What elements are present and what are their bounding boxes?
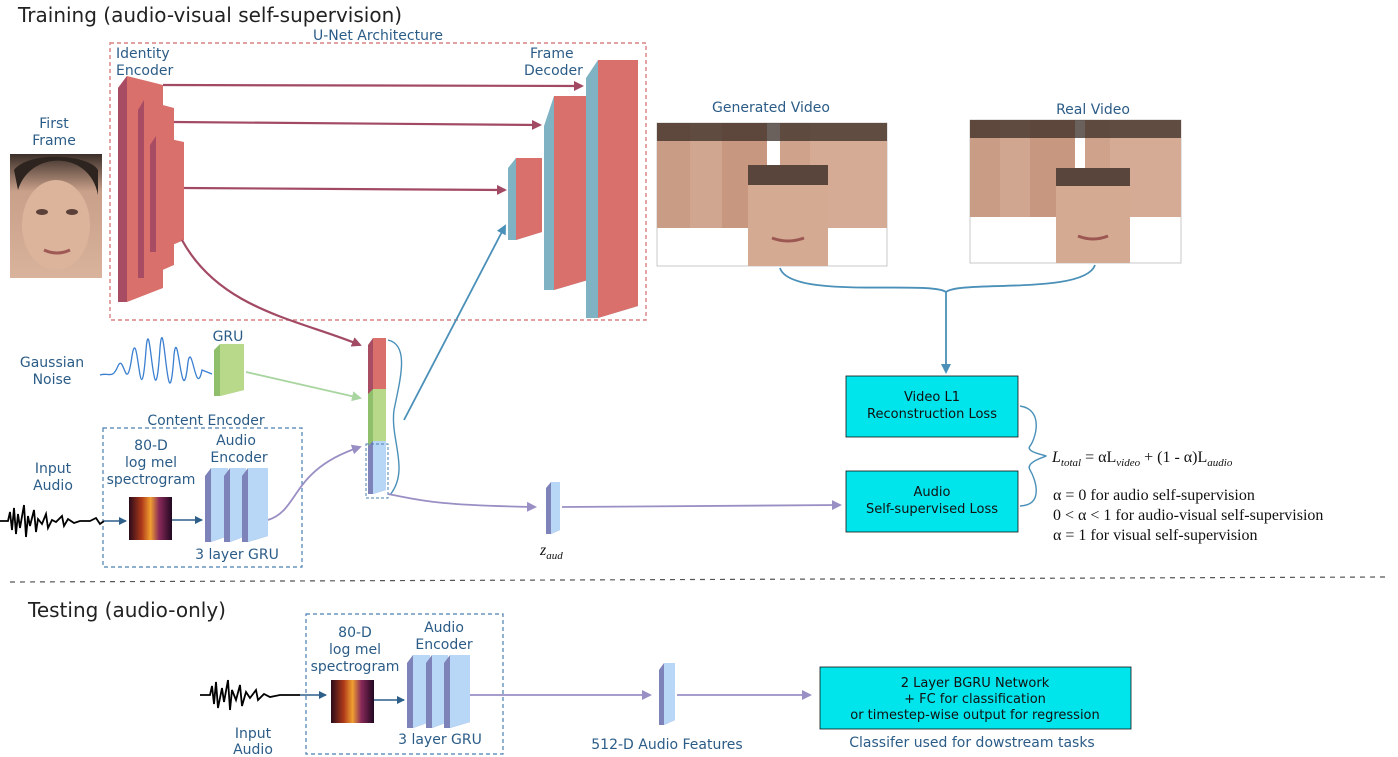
gru-to-latent-arrow — [245, 371, 362, 402]
frame-decoder-label-2: Decoder — [524, 63, 583, 79]
classifier-line-1: 2 Layer BGRU Network — [901, 676, 1050, 691]
testing-spec-label-2: log mel — [329, 642, 381, 658]
testing-audio-encoder-label-1: Audio — [424, 620, 464, 636]
latent-to-zaud-arrow — [387, 493, 537, 512]
alpha-note-1: α = 0 for audio self-supervision — [1053, 487, 1255, 504]
zaud-to-audio-loss-arrow — [561, 500, 842, 511]
identity-encoder-label-1: Identity — [116, 46, 170, 62]
features-label: 512-D Audio Features — [591, 737, 742, 753]
training-spec-label-2: log mel — [125, 455, 177, 471]
testing-title: Testing (audio-only) — [27, 598, 226, 622]
identity-encoder — [118, 76, 184, 302]
training-title: Training (audio-visual self-supervision) — [17, 3, 402, 27]
content-encoder-box — [102, 427, 303, 568]
loss-bracket — [1019, 405, 1047, 507]
first-frame-label-1: First — [39, 116, 69, 132]
testing-spec-label-1: 80-D — [338, 625, 372, 641]
encoder-to-latent-arrow — [181, 239, 362, 347]
gaussian-noise-label-2: Noise — [33, 372, 72, 388]
video-loss-box — [845, 375, 1019, 438]
alpha-note-3: α = 1 for visual self-supervision — [1053, 527, 1257, 544]
zaud-label: zaud — [539, 542, 563, 562]
input-audio-label-2: Audio — [33, 478, 73, 494]
audio-loss-box — [845, 470, 1019, 533]
skip-arrow-2 — [173, 119, 542, 130]
testing-input-audio-label-2: Audio — [233, 742, 273, 757]
first-frame-image — [10, 154, 102, 278]
video-loss-label-1: Video L1 — [904, 390, 960, 405]
testing-encoder-box — [305, 613, 504, 755]
generated-video-frames — [656, 122, 888, 267]
classifier-caption: Classifer used for dowstream tasks — [849, 735, 1094, 751]
training-spec-label-3: spectrogram — [107, 472, 196, 488]
testing-audio-encoder — [407, 655, 470, 728]
audio-loss-label-1: Audio — [914, 485, 951, 500]
input-audio-label-1: Input — [35, 461, 72, 477]
frame-decoder-label-1: Frame — [530, 46, 574, 62]
identity-encoder-label-2: Encoder — [116, 63, 173, 79]
alpha-note-2: 0 < α < 1 for audio-visual self-supervis… — [1053, 507, 1323, 524]
testing-feature-block — [659, 663, 675, 725]
gaussian-noise-label-1: Gaussian — [20, 355, 84, 371]
latent-to-decoder-arrow — [403, 224, 506, 421]
classifier-line-2: + FC for classification — [904, 692, 1046, 707]
training-gru-layers-label: 3 layer GRU — [195, 547, 279, 563]
real-video-label: Real Video — [1056, 102, 1130, 118]
generated-to-loss-curve — [779, 267, 947, 293]
content-encoder-label: Content Encoder — [147, 413, 265, 429]
total-loss-equation: Ltotal = αLvideo + (1 - α)Laudio — [1051, 449, 1233, 469]
training-audio-encoder — [205, 468, 268, 542]
real-video-frames — [969, 119, 1182, 264]
gaussian-noise-wave — [99, 337, 213, 384]
training-audio-encoder-label-1: Audio — [216, 433, 256, 449]
skip-arrow-3 — [183, 184, 507, 195]
latent-bracket — [387, 339, 403, 496]
noise-gru-block — [214, 344, 244, 396]
video-loss-label-2: Reconstruction Loss — [867, 407, 997, 422]
testing-input-audio-label-1: Input — [235, 726, 272, 742]
testing-audio-encoder-label-2: Encoder — [415, 637, 472, 653]
training-audio-waveform — [0, 504, 105, 538]
classifier-box — [819, 666, 1132, 730]
skip-arrow-1 — [162, 80, 584, 91]
classifier-line-3: or timestep-wise output for regression — [850, 708, 1100, 723]
section-separator — [9, 576, 1386, 583]
first-frame-label-2: Frame — [32, 133, 76, 149]
testing-spec-label-3: spectrogram — [311, 659, 400, 675]
training-spec-label-1: 80-D — [134, 438, 168, 454]
testing-spectrogram-image — [331, 680, 374, 723]
audio-encoder-to-latent-arrow — [267, 444, 362, 521]
generated-video-label: Generated Video — [712, 100, 830, 116]
training-audio-encoder-label-2: Encoder — [210, 450, 267, 466]
gru-label: GRU — [213, 329, 244, 345]
real-to-loss-curve — [945, 264, 1096, 293]
audio-loss-label-2: Self-supervised Loss — [866, 502, 998, 517]
testing-gru-layers-label: 3 layer GRU — [398, 732, 482, 748]
zaud-block — [546, 482, 560, 534]
testing-audio-waveform — [200, 679, 300, 711]
unet-box — [109, 42, 647, 321]
latent-vector — [365, 338, 389, 499]
training-spectrogram-image — [129, 497, 172, 540]
frame-decoder — [508, 60, 638, 318]
unet-label: U-Net Architecture — [313, 28, 443, 44]
